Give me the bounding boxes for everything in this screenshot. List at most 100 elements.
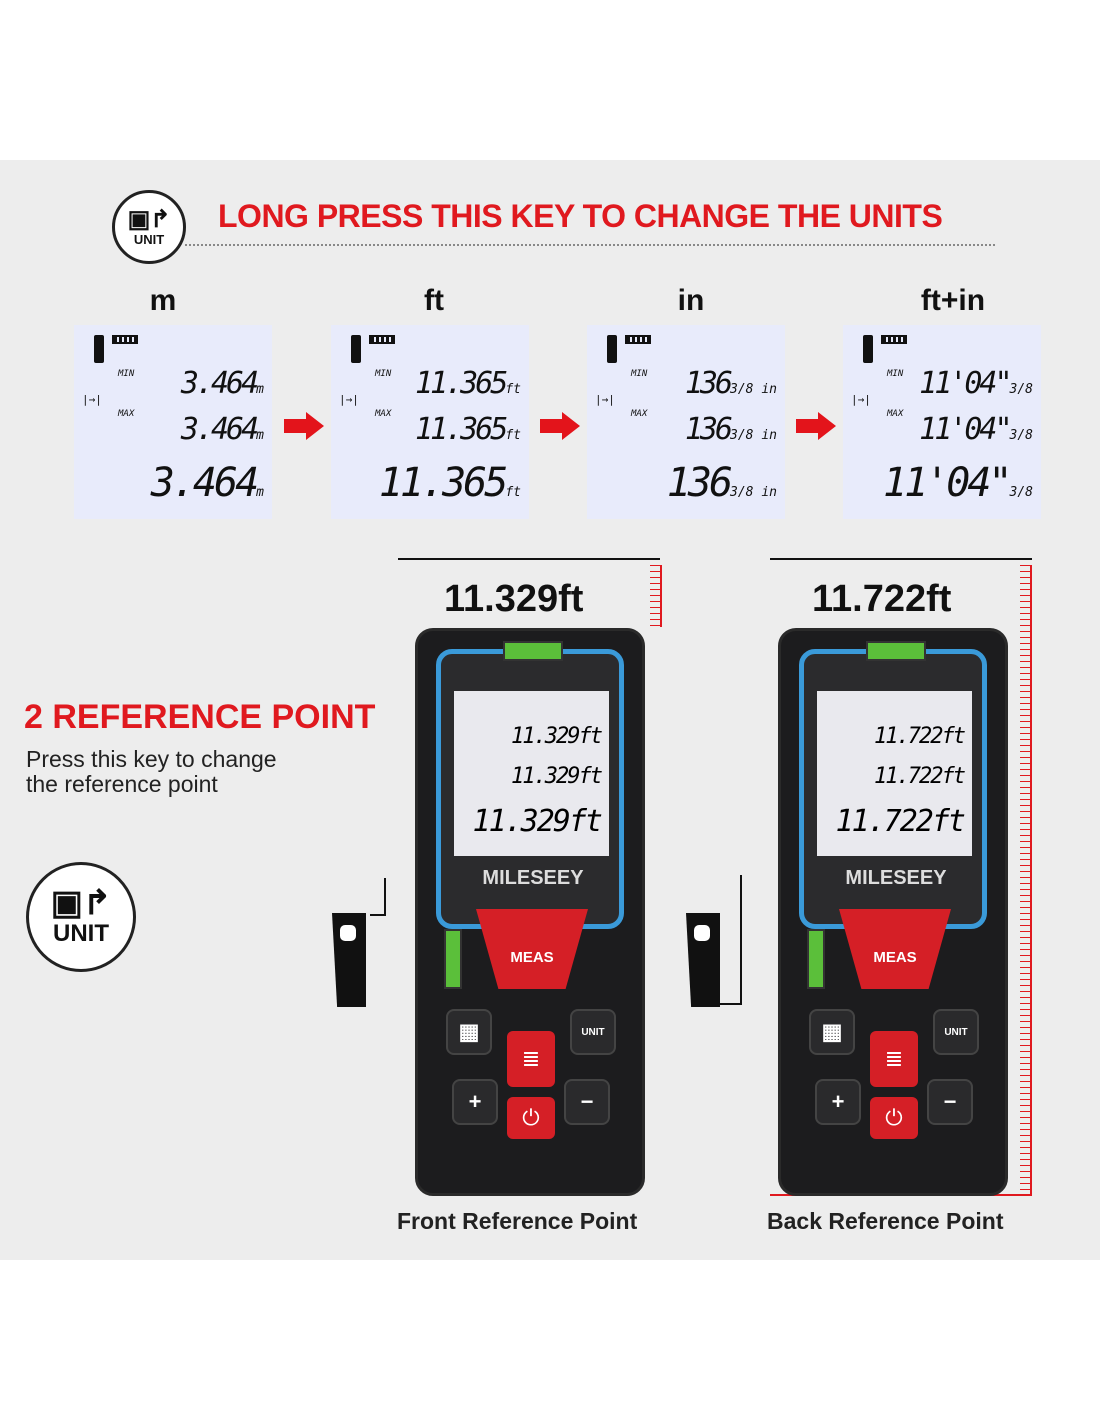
- wall-ruler: [398, 558, 660, 560]
- power-button[interactable]: ⏻: [507, 1097, 555, 1139]
- brand-logo: MILESEEY: [845, 867, 947, 889]
- lcd-panel: MIN MAX |→| 11'04"3/8 11'04"3/8 11'04"3/…: [843, 325, 1041, 519]
- reading-min: 11'04": [919, 366, 1012, 401]
- reading-max: 11.329ft: [511, 764, 603, 789]
- unit-key-label: UNIT: [133, 231, 165, 247]
- headline: LONG PRESS THIS KEY TO CHANGE THE UNITS: [218, 198, 943, 234]
- device-icon: [607, 335, 617, 363]
- lcd-panel: MIN MAX |→| 1363/8 in 1363/8 in 1363/8 i…: [587, 325, 785, 519]
- front-measurement: 11.329ft: [444, 578, 584, 620]
- unit-suffix: m: [256, 428, 264, 443]
- reading-min: 11.365: [414, 366, 508, 401]
- lcd-panel: MIN MAX |→| 11.365ft 11.365ft 11.365ft: [331, 325, 529, 519]
- arrow-right-icon: [796, 412, 836, 440]
- unit-suffix: ft: [505, 382, 521, 397]
- function-button[interactable]: ▦: [446, 1009, 492, 1055]
- side-bubble-level: [444, 929, 462, 989]
- front-caption: Front Reference Point: [397, 1208, 638, 1234]
- function-button[interactable]: ▦: [809, 1009, 855, 1055]
- minus-button[interactable]: −: [564, 1079, 610, 1125]
- battery-icon: [369, 335, 395, 344]
- laser-measure-device: 11.722ft 11.722ft 11.722ft MILESEEY MEAS…: [778, 628, 1008, 1196]
- unit-suffix: 3/8: [1009, 382, 1033, 397]
- reading-main: 3.464: [150, 460, 259, 506]
- reading-main: 11.329ft: [472, 804, 603, 839]
- arrow-right-icon: [284, 412, 324, 440]
- meas-button[interactable]: MEAS: [476, 909, 588, 989]
- min-label: MIN: [631, 369, 648, 379]
- plus-button[interactable]: +: [815, 1079, 861, 1125]
- brand-logo: MILESEEY: [482, 867, 584, 889]
- meas-button[interactable]: MEAS: [839, 909, 951, 989]
- unit-suffix: ft: [505, 428, 521, 443]
- reading-min: 11.722ft: [874, 724, 966, 749]
- reading-main: 136: [666, 460, 733, 506]
- unit-label: UNIT: [581, 1026, 605, 1038]
- battery-icon: [112, 335, 138, 344]
- arrow-right-icon: [540, 412, 580, 440]
- unit-suffix: ft: [505, 485, 521, 500]
- max-label: MAX: [375, 409, 392, 419]
- unit-label-in: in: [677, 284, 705, 317]
- meas-label: MEAS: [873, 949, 917, 966]
- desc-line-1: Press this key to change: [26, 746, 277, 772]
- unit-suffix: 3/8 in: [730, 382, 777, 397]
- divider: [185, 244, 995, 246]
- unit-key-icon: ▣↱UNIT: [112, 190, 186, 264]
- max-label: MAX: [118, 409, 135, 419]
- reading-max: 11'04": [919, 412, 1012, 447]
- unit-button[interactable]: UNIT: [570, 1009, 616, 1055]
- reading-min: 3.464: [180, 366, 259, 401]
- memory-button[interactable]: ≣: [507, 1031, 555, 1087]
- battery-icon: [881, 335, 907, 344]
- device-icon: [863, 335, 873, 363]
- unit-suffix: 3/8 in: [730, 485, 777, 500]
- unit-label-ft: ft: [424, 284, 444, 317]
- reading-max: 136: [684, 412, 733, 447]
- device-icon: [351, 335, 361, 363]
- silhouette-window: [694, 925, 710, 941]
- reading-max: 11.722ft: [874, 764, 966, 789]
- distance-icon: |→|: [82, 393, 102, 406]
- device-screen: 11.329ft 11.329ft 11.329ft: [454, 691, 609, 856]
- back-measurement: 11.722ft: [812, 578, 952, 620]
- max-label: MAX: [887, 409, 904, 419]
- back-caption: Back Reference Point: [767, 1208, 1004, 1234]
- distance-icon: |→|: [851, 393, 871, 406]
- reading-max: 3.464: [180, 412, 259, 447]
- plus-button[interactable]: +: [452, 1079, 498, 1125]
- max-label: MAX: [631, 409, 648, 419]
- unit-label-m: m: [149, 284, 177, 317]
- reference-title: 2 REFERENCE POINT: [24, 698, 376, 736]
- unit-button[interactable]: UNIT: [933, 1009, 979, 1055]
- wall-ruler: [770, 558, 1032, 560]
- reading-main: 11.722ft: [835, 804, 966, 839]
- min-label: MIN: [375, 369, 392, 379]
- min-label: MIN: [118, 369, 135, 379]
- reading-min: 136: [684, 366, 733, 401]
- unit-suffix: m: [256, 485, 264, 500]
- unit-suffix: m: [256, 382, 264, 397]
- power-button[interactable]: ⏻: [870, 1097, 918, 1139]
- reading-max: 11.365: [414, 412, 508, 447]
- unit-suffix: 3/8 in: [730, 428, 777, 443]
- distance-icon: |→|: [339, 393, 359, 406]
- laser-measure-device: 11.329ft 11.329ft 11.329ft MILESEEY MEAS…: [415, 628, 645, 1196]
- distance-icon: |→|: [595, 393, 615, 406]
- reading-main: 11'04": [883, 460, 1012, 506]
- lcd-panel: MIN MAX |→| 3.464m 3.464m 3.464m: [74, 325, 272, 519]
- bubble-level: [503, 641, 563, 661]
- bubble-level: [866, 641, 926, 661]
- unit-label: UNIT: [944, 1026, 968, 1038]
- memory-button[interactable]: ≣: [870, 1031, 918, 1087]
- silhouette-window: [340, 925, 356, 941]
- meas-label: MEAS: [510, 949, 554, 966]
- minus-button[interactable]: −: [927, 1079, 973, 1125]
- unit-key-label: UNIT: [53, 920, 109, 947]
- device-screen: 11.722ft 11.722ft 11.722ft: [817, 691, 972, 856]
- reference-arrow-icon: [370, 878, 386, 916]
- reading-main: 11.365: [378, 460, 508, 506]
- min-label: MIN: [887, 369, 904, 379]
- battery-icon: [625, 335, 651, 344]
- reference-arrow-icon: [720, 875, 742, 1005]
